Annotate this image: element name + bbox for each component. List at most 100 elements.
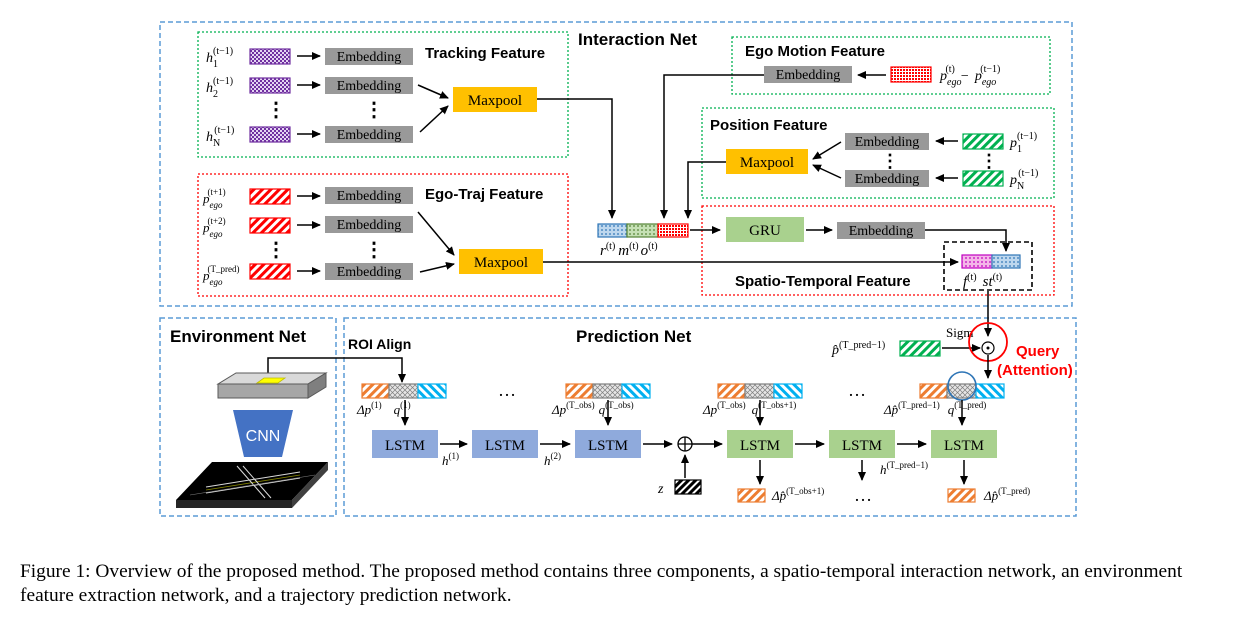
dots-bottom: …	[854, 485, 872, 505]
output-delta-tpred	[947, 488, 976, 503]
svg-text:Embedding: Embedding	[849, 224, 914, 239]
input-label-tobs-1: Δp(T_obs)q(T_obs+1)	[702, 400, 796, 417]
f-feature	[961, 254, 993, 269]
input-label-tobs: Δp(T_obs)q(T_obs)	[551, 400, 634, 417]
method-overview-figure: Interaction Net Environment Net Predicti…	[159, 21, 1077, 517]
input-label-tpred: Δp̂(T_pred−1)q(T_pred)	[883, 400, 986, 417]
prediction-net-panel	[343, 317, 1077, 517]
ego-traj-feature-box	[197, 173, 569, 297]
tracking-row-n: hN(t−1) Embedding	[206, 125, 413, 149]
roi-patch	[255, 377, 287, 384]
spatio-temporal-feature-box	[701, 205, 1055, 296]
input-label-1: Δp(1)q(1)	[356, 400, 411, 417]
position-dots-left: ⋮	[881, 151, 899, 171]
tracking-hidden-state-2	[249, 77, 291, 94]
lstm-input-tobs	[565, 383, 651, 399]
svg-text:LSTM: LSTM	[842, 438, 882, 454]
tracking-row-1: h1(t−1) Embedding	[206, 46, 413, 70]
tracking-row-2: h2(t−1) Embedding	[206, 76, 413, 100]
ego-traj-embedding-1	[325, 187, 413, 204]
tracking-maxpool	[453, 87, 537, 112]
svg-text:LSTM: LSTM	[485, 438, 525, 454]
ego-traj-feature-title: Ego-Traj Feature	[425, 186, 543, 203]
svg-text:Embedding: Embedding	[337, 218, 402, 233]
interaction-net-title: Interaction Net	[578, 30, 697, 49]
lstm-input-tobs-1	[717, 383, 803, 399]
lstm-encoder-1	[372, 430, 438, 458]
feature-map	[216, 372, 328, 399]
prediction-net-title: Prediction Net	[576, 327, 692, 346]
hidden-label-2: h(2)	[544, 451, 561, 468]
figure-caption: Figure 1: Overview of the proposed metho…	[20, 561, 1183, 606]
phat-input-label: p̂(T_pred−1)	[831, 340, 885, 358]
svg-text:CNN: CNN	[246, 428, 281, 445]
position-embedding-1	[845, 133, 929, 150]
svg-text:h2(t−1): h2(t−1)	[206, 76, 233, 100]
tracking-embedding-2	[325, 77, 413, 94]
noise-concat-icon	[677, 436, 693, 452]
phat-input	[899, 340, 941, 357]
tracking-feature-title: Tracking Feature	[425, 45, 545, 62]
ego-traj-row-n: pego(T_pred) Embedding	[202, 263, 413, 287]
lstm-input-tpred	[919, 383, 1005, 399]
svg-text:h1(t−1): h1(t−1)	[206, 46, 233, 70]
svg-text:LSTM: LSTM	[944, 438, 984, 454]
ego-traj-dots-right: ⋮	[364, 239, 384, 261]
position-embedding-n	[845, 170, 929, 187]
position-label-n: pN(t−1)	[1009, 168, 1038, 192]
tracking-dots-left: ⋮	[266, 99, 286, 121]
svg-text:Maxpool: Maxpool	[474, 255, 528, 271]
hidden-label-1: h(1)	[442, 451, 459, 468]
sigm-label: Sigm	[946, 325, 973, 340]
lstm-decoder-last	[931, 430, 997, 458]
interaction-net-panel	[159, 21, 1073, 307]
lstm-decoder-1	[727, 430, 793, 458]
spatio-temporal-embedding	[837, 222, 925, 239]
svg-text:Maxpool: Maxpool	[468, 93, 522, 109]
query-label: Query	[1016, 343, 1060, 360]
position-input-n	[962, 170, 1004, 187]
svg-text:Embedding: Embedding	[855, 172, 920, 187]
output-label-tpred: Δp̂(T_pred)	[983, 486, 1030, 503]
svg-text:Maxpool: Maxpool	[740, 155, 794, 171]
svg-text:hN(t−1): hN(t−1)	[206, 125, 234, 149]
lstm-input-1	[361, 383, 447, 399]
position-feature-box	[701, 107, 1055, 199]
concat-o-feature	[657, 223, 689, 238]
svg-text:Embedding: Embedding	[337, 79, 402, 94]
st-feature	[991, 254, 1021, 269]
tracking-dots-right: ⋮	[364, 99, 384, 121]
roi-align-label: ROI Align	[348, 336, 411, 352]
position-label-1: p1(t−1)	[1009, 131, 1037, 155]
cnn-block	[233, 410, 293, 457]
concat-r-feature	[597, 223, 628, 238]
svg-text:Embedding: Embedding	[776, 68, 841, 83]
ego-traj-embedding-2	[325, 216, 413, 233]
svg-text:Embedding: Embedding	[337, 189, 402, 204]
ego-motion-delta	[890, 66, 932, 83]
attention-label: (Attention)	[997, 362, 1073, 379]
ego-traj-future-n	[249, 263, 291, 280]
ego-motion-embedding	[764, 66, 852, 83]
ego-traj-embedding-n	[325, 263, 413, 280]
ego-traj-row-1: pego(t+1) Embedding	[202, 187, 413, 210]
tracking-hidden-state-1	[249, 48, 291, 65]
st-feature-group	[943, 241, 1033, 291]
svg-text:LSTM: LSTM	[385, 438, 425, 454]
position-dots-right: ⋮	[980, 151, 998, 171]
concat-labels: r(t)m(t)o(t)	[600, 241, 658, 259]
ego-traj-maxpool	[459, 249, 543, 274]
position-maxpool	[726, 149, 808, 174]
output-delta-tobs-1	[737, 488, 766, 503]
environment-net-panel	[159, 317, 337, 517]
noise-z	[674, 479, 702, 495]
svg-text:pego(t+1): pego(t+1)	[202, 187, 226, 210]
tracking-embedding-n	[325, 126, 413, 143]
dots-top-1: …	[498, 380, 516, 400]
ego-traj-dots-left: ⋮	[266, 239, 286, 261]
svg-text:Embedding: Embedding	[337, 265, 402, 280]
lstm-encoder-2	[472, 430, 538, 458]
tracking-embedding-1	[325, 48, 413, 65]
concat-m-feature	[626, 223, 659, 238]
ego-traj-row-2: pego(t+2) Embedding	[202, 216, 413, 239]
